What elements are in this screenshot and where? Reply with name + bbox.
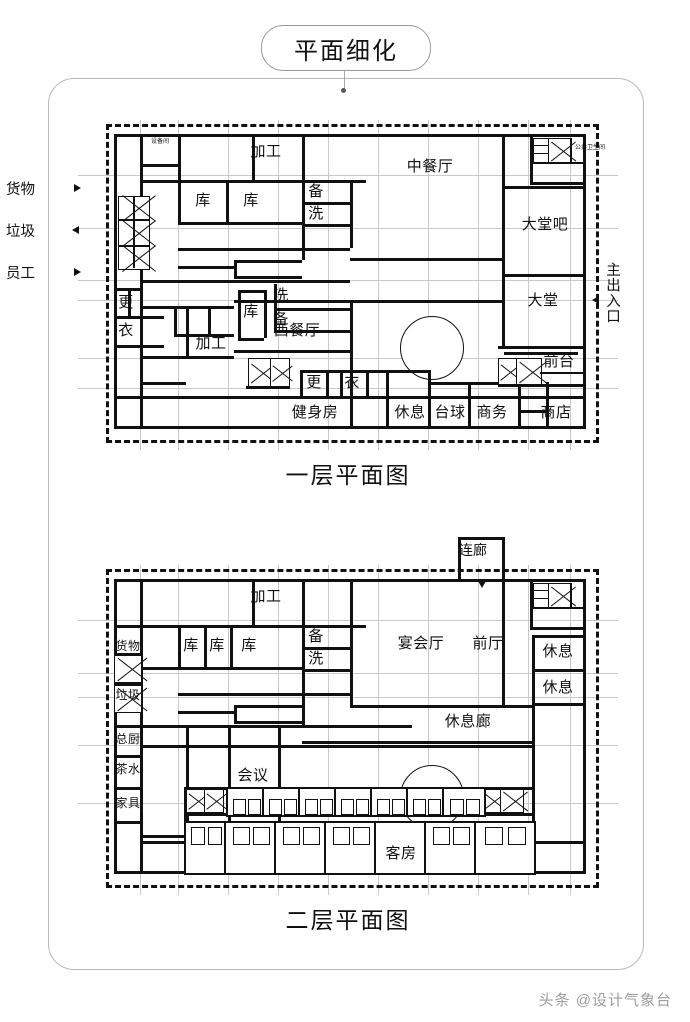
stair-icon-f2-topright xyxy=(548,583,572,609)
room-label-lobby: 大堂 xyxy=(527,292,559,310)
room-label-furniture: 家具 xyxy=(115,795,141,810)
room-label-rest-f2-2: 休息 xyxy=(542,679,574,697)
watermark: 头条 @设计气象台 xyxy=(538,992,672,1009)
room-label-store-f2-2: 库 xyxy=(209,637,225,655)
room-label-locker-b2: 衣 xyxy=(344,374,360,392)
room-label-locker-b1: 更 xyxy=(306,374,322,392)
floor-plan-1: 设备间 加工 库 库 备 洗 中餐厅 公共卫生间 大堂吧 大堂 西餐厅 库 洗 … xyxy=(6,120,620,488)
room-label-foyer: 前厅 xyxy=(472,635,504,653)
arrow-icon-waste xyxy=(72,226,79,234)
room-label-locker-a2: 衣 xyxy=(118,322,134,340)
guestroom-module xyxy=(442,787,486,817)
arrow-icon-goods xyxy=(74,184,81,192)
stair-icon-f2-wing-left2 xyxy=(204,789,224,813)
stair-icon-f2-wing-left xyxy=(186,789,206,813)
room-label-rest-f1: 休息 xyxy=(394,404,426,422)
room-label-prep-f2: 备 xyxy=(308,628,324,646)
site-boundary-floor2 xyxy=(106,569,599,888)
guestroom-module xyxy=(298,787,338,817)
stair-icon-f2-wing-right2 xyxy=(500,789,524,813)
stair-icon-f1-reception2 xyxy=(516,358,542,386)
guestroom-module xyxy=(324,821,378,875)
room-label-goods-f2: 货物 xyxy=(115,638,141,653)
room-label-tea-room: 茶水 xyxy=(115,761,141,776)
guestroom-module xyxy=(184,821,228,875)
stair-icon-f1-mid2 xyxy=(270,358,290,388)
room-label-guestroom: 客房 xyxy=(385,845,417,863)
room-label-store-2: 库 xyxy=(243,192,259,210)
guestroom-module xyxy=(226,787,266,817)
stair-icon-f1-reception xyxy=(498,358,518,386)
guestroom-module xyxy=(424,821,478,875)
room-label-store-1: 库 xyxy=(195,192,211,210)
room-label-western-restaurant: 西餐厅 xyxy=(273,322,321,340)
room-label-lobby-bar: 大堂吧 xyxy=(521,216,569,234)
room-label-wash-f2: 洗 xyxy=(308,650,324,668)
exterior-label-main-entrance: 主出入口 xyxy=(604,262,620,324)
exterior-label-goods: 货物 xyxy=(6,182,35,198)
room-label-equipment: 设备间 xyxy=(150,138,169,145)
stair-icon-f2-left2 xyxy=(114,685,142,713)
room-label-waste-f2: 垃圾 xyxy=(115,687,141,702)
room-label-chinese-restaurant: 中餐厅 xyxy=(406,158,454,176)
room-label-processing-f2: 加工 xyxy=(250,588,282,606)
room-label-gym: 健身房 xyxy=(291,404,339,422)
exterior-label-staff: 员工 xyxy=(6,266,35,282)
room-label-wash-2: 洗 xyxy=(273,287,289,305)
title-connector-line xyxy=(344,69,346,91)
guestroom-module xyxy=(406,787,446,817)
atrium-circle-f1 xyxy=(400,316,464,380)
room-label-rest-f2-1: 休息 xyxy=(542,643,574,661)
stair-icon-f1-topright xyxy=(548,138,572,164)
site-boundary-floor1 xyxy=(106,124,599,443)
room-label-business: 商务 xyxy=(476,404,508,422)
room-label-locker-a1: 更 xyxy=(118,294,134,312)
stair-icon-f2-left1 xyxy=(114,655,142,683)
title-connector-dot xyxy=(341,88,346,93)
guestroom-module xyxy=(474,821,536,875)
exterior-label-waste: 垃圾 xyxy=(6,224,35,240)
guestroom-module xyxy=(334,787,374,817)
room-label-processing-2: 加工 xyxy=(195,335,227,353)
arrow-icon-main-entrance xyxy=(592,296,599,304)
room-label-shop: 商店 xyxy=(540,404,572,422)
room-label-wash-1: 洗 xyxy=(308,205,324,223)
guestroom-module xyxy=(274,821,328,875)
arrow-icon-staff xyxy=(74,268,81,276)
room-label-prep-1: 备 xyxy=(308,183,324,201)
room-label-banquet-hall: 宴会厅 xyxy=(397,635,445,653)
room-label-rest-corridor: 休息廊 xyxy=(444,713,492,731)
room-label-reception: 前台 xyxy=(543,353,575,371)
room-label-public-restroom: 公共卫生间 xyxy=(574,144,605,151)
guestroom-module xyxy=(262,787,302,817)
exterior-label-connecting-corridor: 连廊 xyxy=(459,542,487,558)
page-title-pill: 平面细化 xyxy=(261,25,431,71)
floor-plan-2: 加工 货物 库 库 库 备 洗 宴会厅 前厅 休息 休息 垃圾 休息廊 总厨 茶… xyxy=(78,537,618,933)
room-label-store-3: 库 xyxy=(243,303,259,321)
stair-icon-f1-mid xyxy=(248,358,272,388)
caption-floor2: 二层平面图 xyxy=(285,907,411,933)
guestroom-module xyxy=(374,821,428,875)
guestroom-module xyxy=(224,821,278,875)
room-label-store-f2-3: 库 xyxy=(241,637,257,655)
page-title: 平面细化 xyxy=(294,37,398,65)
room-label-processing-1: 加工 xyxy=(250,143,282,161)
room-label-store-f2-1: 库 xyxy=(183,637,199,655)
room-label-meeting: 会议 xyxy=(237,767,269,785)
caption-floor1: 一层平面图 xyxy=(285,462,411,488)
room-label-head-chef: 总厨 xyxy=(115,731,141,746)
arrow-icon-corridor xyxy=(478,581,486,588)
room-label-billiards: 台球 xyxy=(434,404,466,422)
room-label-prep-2: 备 xyxy=(273,311,289,329)
guestroom-module xyxy=(370,787,410,817)
